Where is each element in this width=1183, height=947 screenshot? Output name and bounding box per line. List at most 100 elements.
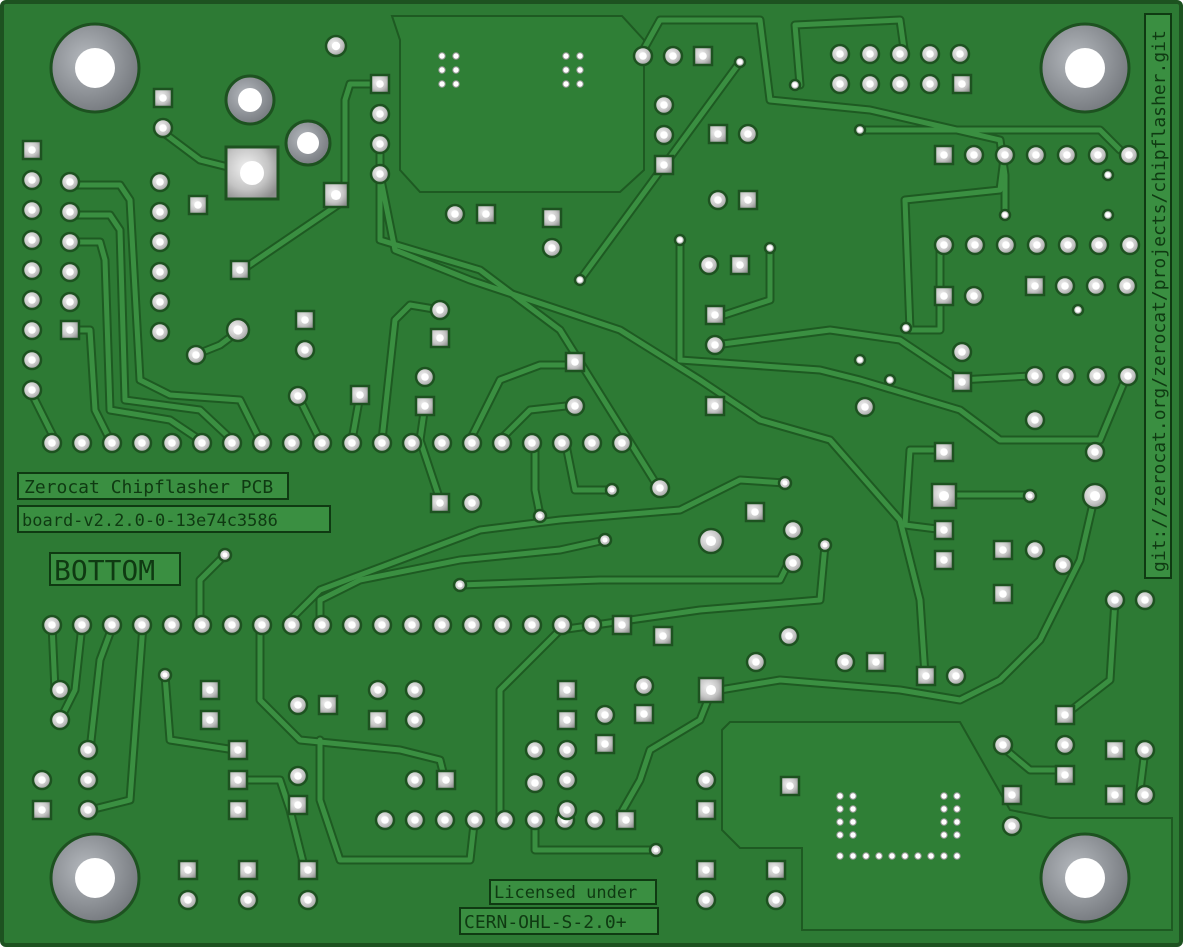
via bbox=[940, 852, 948, 860]
square-pad bbox=[695, 859, 717, 881]
square-pad bbox=[367, 709, 389, 731]
via bbox=[836, 805, 844, 813]
square-pad bbox=[556, 709, 578, 731]
round-pad bbox=[1118, 144, 1140, 166]
round-pad bbox=[177, 889, 199, 911]
round-pad bbox=[992, 734, 1014, 756]
round-pad bbox=[77, 769, 99, 791]
square-pad bbox=[349, 384, 371, 406]
square-pad bbox=[611, 614, 633, 636]
via bbox=[836, 831, 844, 839]
via bbox=[452, 52, 460, 60]
round-pad bbox=[225, 317, 251, 343]
via bbox=[888, 852, 896, 860]
round-pad bbox=[778, 625, 800, 647]
round-pad bbox=[745, 651, 767, 673]
mount-hole-top-right bbox=[1039, 22, 1131, 114]
round-pad bbox=[287, 694, 309, 716]
round-pad bbox=[556, 739, 578, 761]
round-pad bbox=[597, 532, 613, 548]
round-pad bbox=[1101, 168, 1115, 182]
license-line-2: CERN-OHL-S-2.0+ bbox=[464, 912, 627, 933]
square-pad bbox=[737, 189, 759, 211]
square-pad bbox=[227, 799, 249, 821]
square-pad bbox=[1054, 764, 1076, 786]
round-pad bbox=[594, 704, 616, 726]
round-pad bbox=[21, 289, 43, 311]
round-pad bbox=[524, 772, 546, 794]
round-pad bbox=[131, 614, 153, 636]
square-pad bbox=[653, 154, 675, 176]
square-pad bbox=[227, 739, 249, 761]
round-pad bbox=[1057, 234, 1079, 256]
round-pad bbox=[829, 43, 851, 65]
square-pad bbox=[369, 73, 391, 95]
round-pad bbox=[414, 366, 436, 388]
round-pad bbox=[994, 144, 1016, 166]
round-pad bbox=[161, 432, 183, 454]
round-pad bbox=[49, 679, 71, 701]
round-pad bbox=[524, 739, 546, 761]
square-pad bbox=[992, 539, 1014, 561]
round-pad bbox=[191, 432, 213, 454]
round-pad bbox=[1087, 144, 1109, 166]
round-pad bbox=[161, 614, 183, 636]
round-pad bbox=[573, 273, 587, 287]
square-pad bbox=[697, 676, 725, 704]
round-pad bbox=[532, 508, 548, 524]
round-pad bbox=[71, 614, 93, 636]
round-pad bbox=[853, 123, 867, 137]
round-pad bbox=[963, 285, 985, 307]
round-pad bbox=[369, 133, 391, 155]
board-title: Zerocat Chipflasher PCB bbox=[24, 477, 273, 498]
round-pad bbox=[782, 519, 804, 541]
round-pad bbox=[1054, 275, 1076, 297]
round-pad bbox=[149, 321, 171, 343]
round-pad bbox=[21, 379, 43, 401]
square-pad bbox=[287, 794, 309, 816]
mount-hole-bottom-left bbox=[49, 832, 141, 924]
round-pad bbox=[998, 208, 1012, 222]
square-pad bbox=[229, 259, 251, 281]
round-pad bbox=[1116, 275, 1138, 297]
via bbox=[940, 792, 948, 800]
round-pad bbox=[524, 809, 546, 831]
square-pad bbox=[930, 482, 958, 510]
power-jack-hole-2 bbox=[284, 119, 332, 167]
square-pad bbox=[594, 733, 616, 755]
square-pad bbox=[322, 181, 350, 209]
round-pad bbox=[21, 229, 43, 251]
round-pad bbox=[949, 43, 971, 65]
square-pad bbox=[951, 371, 973, 393]
round-pad bbox=[369, 103, 391, 125]
square-pad bbox=[992, 583, 1014, 605]
round-pad bbox=[431, 614, 453, 636]
via bbox=[940, 818, 948, 826]
round-pad bbox=[464, 809, 486, 831]
round-pad bbox=[1056, 144, 1078, 166]
round-pad bbox=[584, 809, 606, 831]
square-pad bbox=[294, 309, 316, 331]
via bbox=[438, 80, 446, 88]
round-pad bbox=[49, 709, 71, 731]
mount-holes bbox=[49, 22, 1131, 924]
round-pad bbox=[1055, 365, 1077, 387]
round-pad bbox=[367, 679, 389, 701]
via bbox=[836, 818, 844, 826]
square-pad bbox=[865, 651, 887, 673]
round-pad bbox=[21, 199, 43, 221]
round-pad bbox=[59, 261, 81, 283]
square-pad bbox=[435, 769, 457, 791]
round-pad bbox=[494, 809, 516, 831]
board-version: board-v2.2.0-0-13e74c3586 bbox=[22, 511, 278, 531]
round-pad bbox=[311, 614, 333, 636]
square-pad bbox=[1024, 275, 1046, 297]
via bbox=[438, 52, 446, 60]
via bbox=[940, 831, 948, 839]
round-pad bbox=[294, 339, 316, 361]
via bbox=[438, 66, 446, 74]
round-pad bbox=[491, 614, 513, 636]
round-pad bbox=[157, 667, 173, 683]
square-pad bbox=[564, 351, 586, 373]
